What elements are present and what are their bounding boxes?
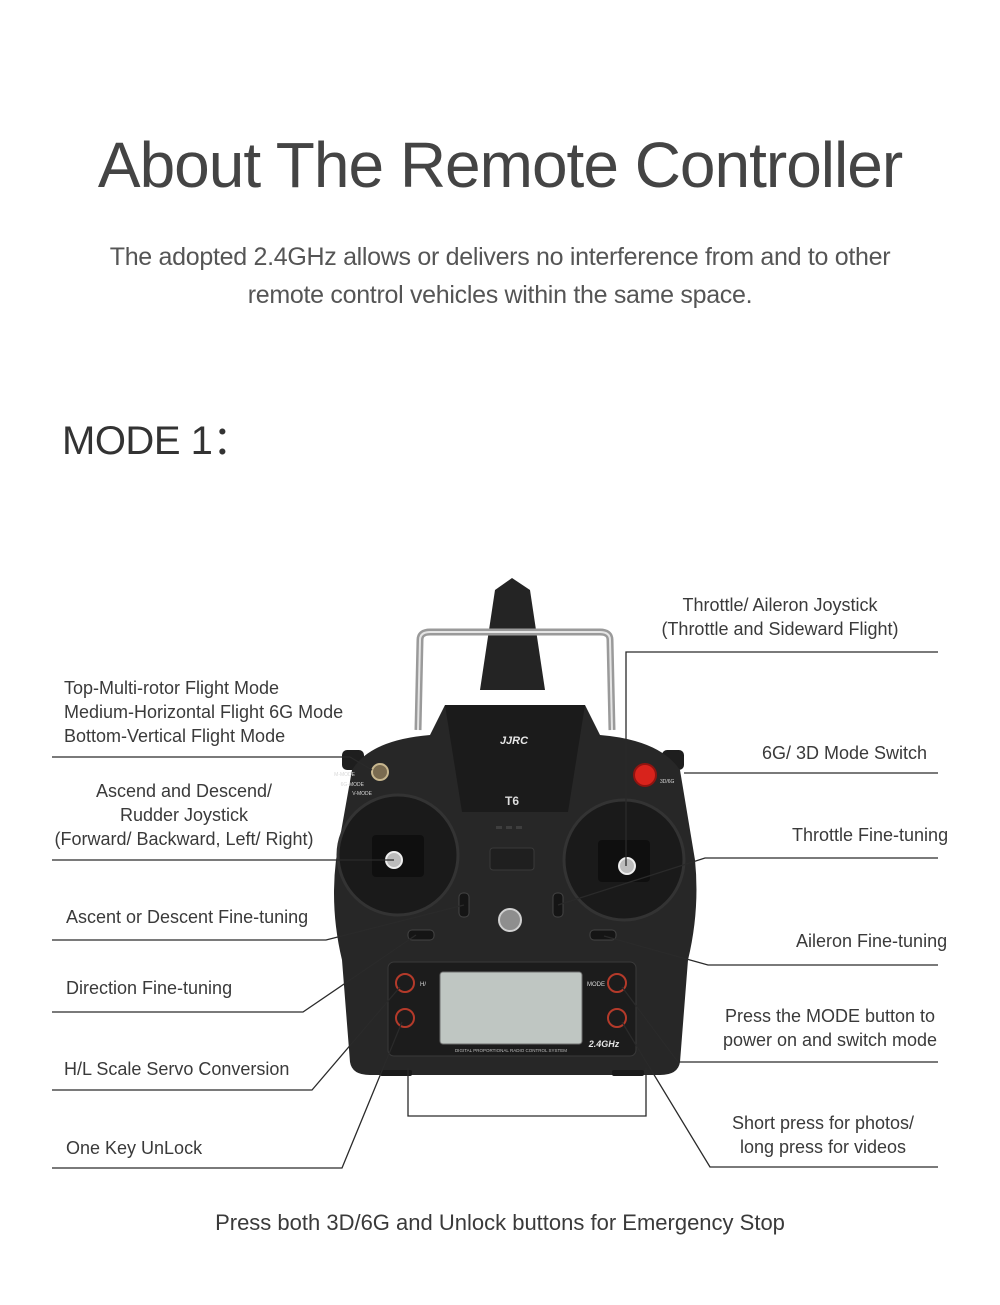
mode-button-label: MODE	[587, 982, 605, 988]
callout-throttle-trim: Throttle Fine-tuning	[792, 825, 949, 845]
leader-photo-button	[621, 1021, 938, 1168]
subtitle-line-2: remote control vehicles within the same …	[247, 281, 753, 309]
mode-switch-button	[633, 763, 657, 787]
callout-line: Press the MODE button to	[724, 1006, 936, 1026]
subtitle-line-1: The adopted 2.4GHz allows or delivers no…	[109, 243, 891, 271]
leader-aileron-trim	[603, 935, 938, 966]
callout-right-joystick: Throttle/ Aileron Joystick (Throttle and…	[640, 593, 920, 641]
callout-ascent-trim: Ascent or Descent Fine-tuning	[66, 907, 309, 927]
callout-aileron-trim: Aileron Fine-tuning	[796, 931, 948, 951]
callout-line: Short press for photos/	[731, 1113, 915, 1133]
leader-throttle-trim	[557, 857, 938, 906]
page-title: About The Remote Controller	[97, 129, 903, 201]
power-knob	[498, 908, 522, 932]
switch-label-v: V-MODE	[352, 791, 372, 797]
right-joystick	[618, 857, 636, 875]
leader-bracket	[407, 1068, 647, 1117]
model-label: T6	[505, 794, 519, 808]
mode-button	[607, 973, 627, 993]
callout-hl-scale: H/L Scale Servo Conversion	[64, 1059, 290, 1079]
callout-line: Rudder Joystick	[119, 805, 249, 825]
callout-line: long press for videos	[739, 1137, 907, 1157]
callout-mode-button: Press the MODE button to power on and sw…	[700, 1004, 960, 1052]
callout-line: (Forward/ Backward, Left/ Right)	[54, 829, 314, 849]
lcd-caption: DIGITAL PROPORTIONAL RADIO CONTROL SYSTE…	[455, 1048, 567, 1053]
callout-photo-button: Short press for photos/ long press for v…	[700, 1111, 946, 1159]
callout-flight-mode: Top-Multi-rotor Flight Mode Medium-Horiz…	[64, 676, 343, 748]
brand-logo: JJRC	[500, 735, 529, 747]
leader-ascent-trim	[52, 904, 465, 941]
side-switch-label: 3D/6G	[660, 779, 675, 785]
photo-button	[607, 1008, 627, 1028]
callout-line: Throttle/ Aileron Joystick	[682, 595, 878, 615]
hl-label: H/	[420, 982, 426, 988]
leader-hl-scale	[52, 986, 401, 1091]
callout-mode-switch: 6G/ 3D Mode Switch	[762, 743, 928, 763]
switch-label-6g: 6G-MODE	[341, 782, 365, 788]
center-plate	[445, 705, 585, 812]
callout-line: Medium-Horizontal Flight 6G Mode	[64, 702, 344, 722]
direction-trim-switch	[407, 929, 435, 941]
leader-unlock	[52, 1021, 403, 1169]
leader-right-joystick	[625, 651, 938, 866]
callout-line: Ascend and Descend/	[95, 781, 273, 801]
leader-mode-button	[621, 986, 938, 1063]
lcd-screen	[439, 971, 583, 1045]
callout-left-joystick: Ascend and Descend/ Rudder Joystick (For…	[50, 779, 318, 851]
band-label: 2.4GHz	[588, 1039, 620, 1049]
emergency-stop-note: Press both 3D/6G and Unlock buttons for …	[215, 1210, 785, 1235]
flight-mode-toggle	[371, 763, 389, 781]
callout-line: Top-Multi-rotor Flight Mode	[64, 678, 280, 698]
switch-label-m: M-MODE	[334, 772, 355, 778]
mode-heading: MODE 1：	[62, 419, 252, 463]
callout-line: power on and switch mode	[722, 1030, 938, 1050]
callout-line: (Throttle and Sideward Flight)	[661, 619, 899, 639]
page-subtitle: The adopted 2.4GHz allows or delivers no…	[100, 238, 900, 314]
leader-lines	[52, 651, 938, 1169]
leader-flight-mode	[52, 756, 373, 771]
callout-direction-trim: Direction Fine-tuning	[66, 978, 233, 998]
hl-scale-button	[395, 973, 415, 993]
callout-unlock: One Key UnLock	[66, 1138, 203, 1158]
callout-line: Bottom-Vertical Flight Mode	[64, 726, 286, 746]
remote-controller-illustration: JJRC T6 M-MODE 6G-MODE V-MODE 3D/6G	[334, 578, 697, 1076]
unlock-button	[395, 1008, 415, 1028]
center-button	[489, 847, 535, 871]
leader-direction-trim	[52, 934, 417, 1013]
